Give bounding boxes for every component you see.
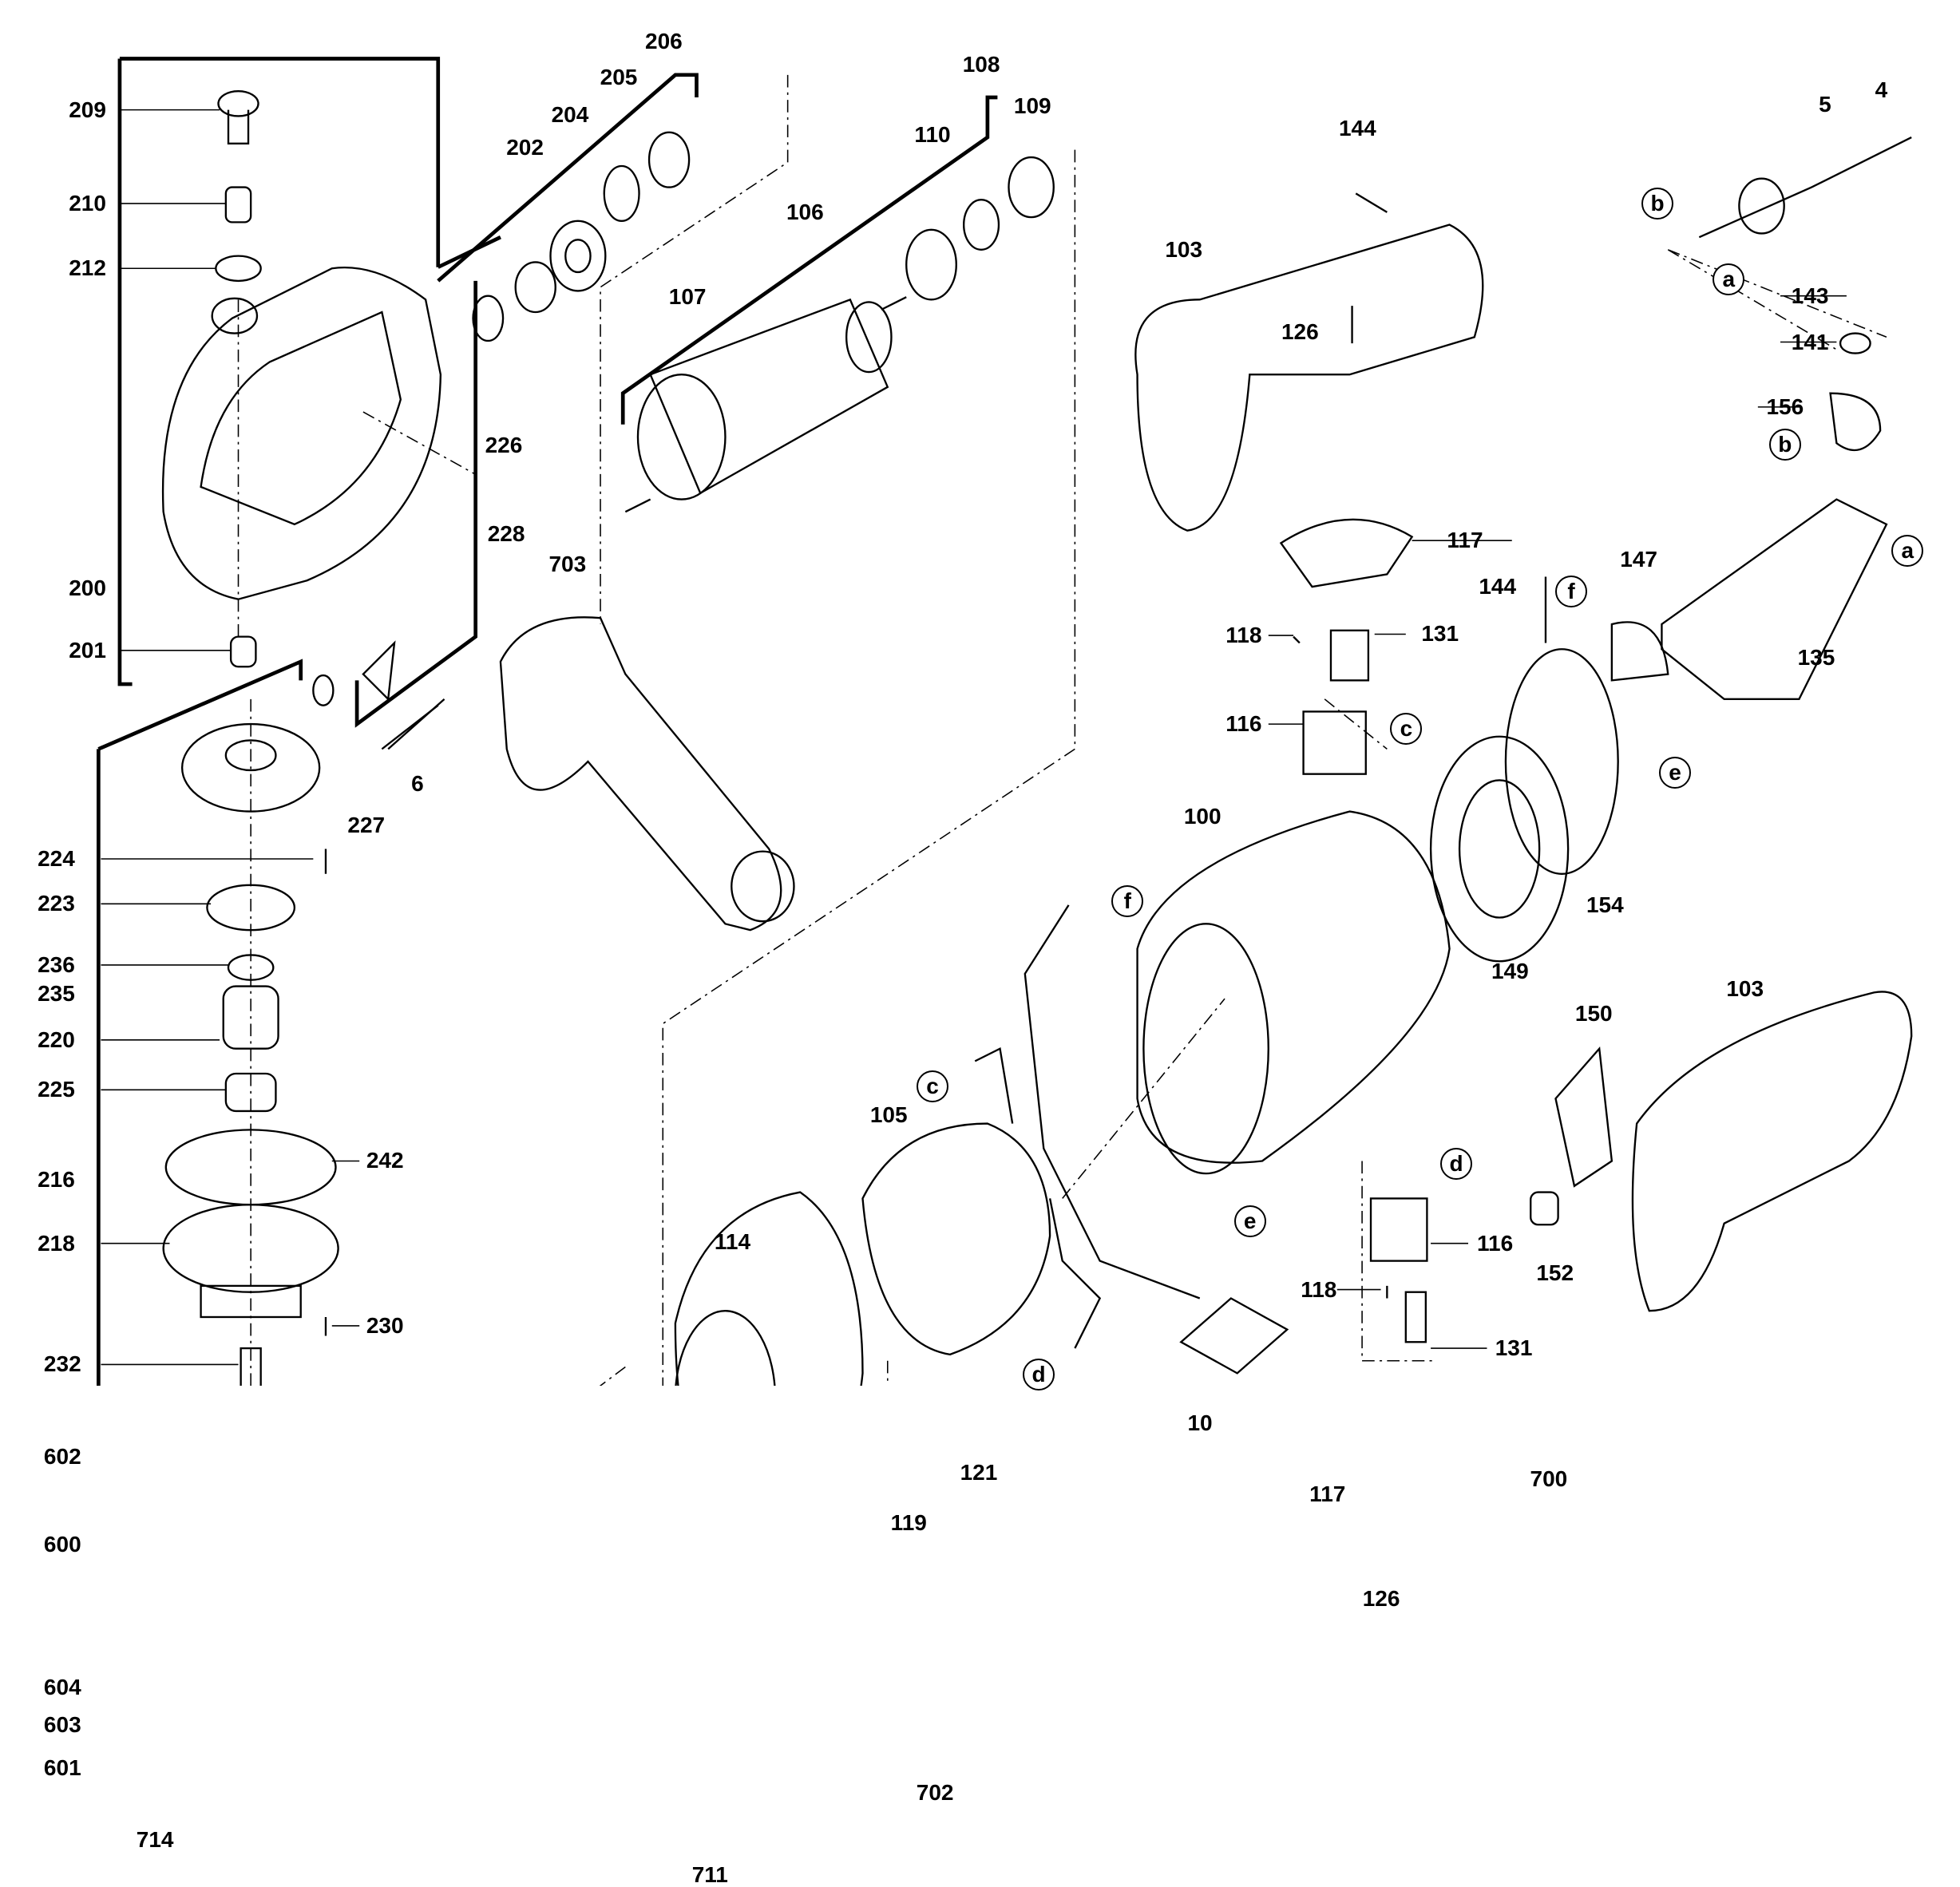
part-number-label: 700 bbox=[1530, 1466, 1568, 1492]
part-number-label: 103 bbox=[1165, 236, 1203, 262]
connector-reference-label: a bbox=[1713, 263, 1745, 296]
part-number-label: 711 bbox=[691, 1862, 728, 1887]
part-number-label: 105 bbox=[869, 1102, 908, 1127]
part-number-label: 602 bbox=[43, 1444, 81, 1470]
bearing-flange-shape bbox=[1429, 735, 1570, 963]
part-number-label: 114 bbox=[714, 1229, 751, 1255]
part-number-label: 10 bbox=[1187, 1410, 1213, 1435]
part-number-label: 152 bbox=[1536, 1260, 1574, 1286]
part-number-label: 116 bbox=[1225, 711, 1262, 737]
part-number-label: 226 bbox=[485, 433, 523, 458]
connector-reference-label: b bbox=[1768, 428, 1801, 461]
part-number-label: 603 bbox=[43, 1712, 81, 1738]
part-number-label: 702 bbox=[916, 1779, 954, 1805]
part-number-label: 154 bbox=[1586, 892, 1624, 917]
connector-reference-label: c bbox=[1390, 713, 1423, 746]
part-number-label: 6 bbox=[411, 771, 424, 797]
part-number-label: 212 bbox=[69, 255, 106, 281]
part-number-label: 117 bbox=[1447, 528, 1483, 553]
part-number-label: 235 bbox=[38, 980, 75, 1006]
part-number-label: 141 bbox=[1791, 329, 1829, 354]
part-number-label: 227 bbox=[347, 812, 386, 837]
part-number-label: 109 bbox=[1013, 93, 1051, 118]
stator-shape bbox=[861, 1122, 1051, 1356]
switch-shape bbox=[1661, 498, 1888, 700]
part-number-label: 204 bbox=[551, 101, 589, 127]
connector-reference-label: d bbox=[1440, 1147, 1473, 1180]
part-number-label: 205 bbox=[600, 64, 638, 89]
part-number-label: 224 bbox=[38, 846, 75, 871]
connector-reference-label: f bbox=[1555, 576, 1588, 608]
part-number-label: 230 bbox=[366, 1312, 404, 1338]
part-number-label: 600 bbox=[43, 1531, 81, 1557]
part-number-label: 210 bbox=[69, 190, 106, 216]
armature-group-bracket bbox=[620, 95, 998, 425]
part-number-label: 228 bbox=[487, 521, 525, 547]
part-number-label: 223 bbox=[38, 891, 75, 916]
connector-reference-label: e bbox=[1233, 1205, 1266, 1237]
part-number-label: 121 bbox=[960, 1460, 998, 1485]
part-number-label: 156 bbox=[1766, 394, 1804, 419]
part-number-label: 150 bbox=[1574, 1000, 1613, 1026]
part-number-label: 149 bbox=[1491, 958, 1529, 983]
exploded-parts-diagram: 209 210 212 200 201 202 204 205 206 226 228 703 6 227… bbox=[38, 28, 1924, 1886]
side-handle-shape bbox=[499, 616, 782, 932]
part-number-label: 108 bbox=[962, 52, 1000, 77]
diagram-artwork bbox=[96, 57, 1913, 1386]
part-number-label: 147 bbox=[1620, 546, 1657, 572]
part-number-label: 225 bbox=[38, 1077, 75, 1102]
gear-head-group-bracket bbox=[117, 57, 441, 686]
part-number-label: 4 bbox=[1875, 77, 1888, 102]
motor-cover-shape bbox=[674, 1191, 864, 1386]
part-number-label: 714 bbox=[136, 1827, 174, 1853]
part-number-label: 209 bbox=[69, 97, 106, 122]
rear-handle-lower-shape bbox=[1631, 991, 1913, 1312]
part-number-label: 144 bbox=[1479, 574, 1517, 599]
part-number-label: 119 bbox=[890, 1510, 927, 1536]
part-number-label: 144 bbox=[1338, 116, 1376, 141]
bearing-group-bracket bbox=[354, 73, 699, 728]
part-number-label: 110 bbox=[914, 121, 951, 147]
part-number-label: 103 bbox=[1726, 975, 1764, 1001]
part-number-label: 242 bbox=[366, 1148, 404, 1173]
part-number-label: 5 bbox=[1819, 92, 1831, 117]
part-number-label: 236 bbox=[38, 951, 75, 977]
connector-reference-label: f bbox=[1111, 885, 1144, 918]
part-number-label: 232 bbox=[43, 1351, 81, 1377]
part-number-label: 126 bbox=[1281, 319, 1319, 344]
part-number-label: 220 bbox=[38, 1027, 75, 1052]
connector-reference-label: a bbox=[1891, 534, 1924, 567]
part-number-label: 703 bbox=[548, 551, 587, 576]
part-number-label: 118 bbox=[1301, 1276, 1337, 1302]
part-number-label: 100 bbox=[1183, 803, 1222, 829]
part-number-label: 216 bbox=[38, 1166, 75, 1192]
part-number-label: 601 bbox=[43, 1754, 81, 1780]
part-number-label: 143 bbox=[1791, 283, 1829, 308]
part-number-label: 200 bbox=[69, 575, 106, 600]
connector-reference-label: e bbox=[1659, 757, 1692, 789]
gear-train-group-bracket bbox=[96, 235, 501, 1386]
part-number-label: 106 bbox=[786, 199, 824, 224]
part-number-label: 218 bbox=[38, 1230, 75, 1256]
gear-housing-shape bbox=[161, 266, 442, 600]
part-number-label: 202 bbox=[506, 134, 544, 160]
part-number-label: 604 bbox=[43, 1675, 81, 1700]
connector-reference-label: b bbox=[1641, 187, 1674, 220]
part-number-label: 131 bbox=[1495, 1335, 1533, 1361]
motor-housing-shape bbox=[1136, 810, 1451, 1164]
connector-reference-label: c bbox=[917, 1070, 948, 1102]
power-cord-shape bbox=[1698, 136, 1912, 239]
part-number-label: 126 bbox=[1362, 1586, 1400, 1612]
armature-shape bbox=[649, 298, 889, 495]
rear-handle-upper-shape bbox=[1134, 224, 1484, 532]
part-number-label: 135 bbox=[1797, 645, 1835, 671]
part-number-label: 116 bbox=[1476, 1230, 1514, 1256]
part-number-label: 206 bbox=[645, 28, 683, 53]
part-number-label: 117 bbox=[1309, 1482, 1346, 1507]
part-number-label: 131 bbox=[1421, 621, 1459, 647]
part-number-label: 107 bbox=[668, 284, 707, 310]
part-number-label: 201 bbox=[69, 637, 106, 663]
part-number-label: 118 bbox=[1225, 623, 1262, 648]
wire-shape bbox=[974, 904, 1201, 1349]
